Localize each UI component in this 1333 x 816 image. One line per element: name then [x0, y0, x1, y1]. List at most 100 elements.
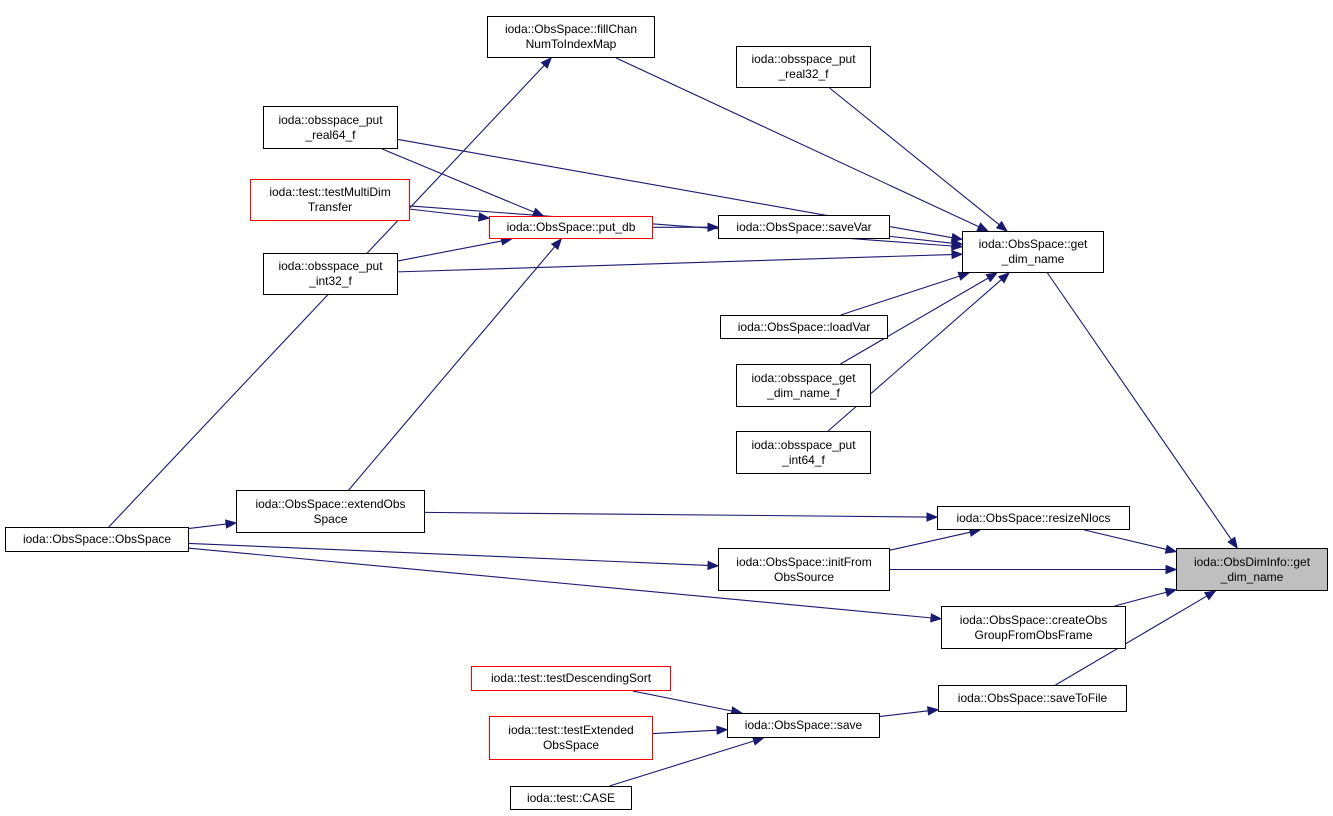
node-obsspace-put-int32-f[interactable]: ioda::obsspace_put _int32_f — [263, 253, 398, 295]
node-obsspace-resizenlocs[interactable]: ioda::ObsSpace::resizeNlocs — [937, 506, 1130, 530]
call-edge — [889, 235, 953, 244]
call-edge-arrowhead — [926, 512, 939, 522]
call-edge — [409, 205, 953, 247]
call-edge — [632, 690, 732, 712]
call-edge — [348, 246, 556, 491]
call-edge-arrowhead — [927, 706, 940, 716]
call-edge — [827, 279, 1002, 432]
call-edge — [397, 253, 953, 273]
node-label-line: NumToIndexMap — [525, 37, 617, 51]
node-label-line: ioda::test::testMultiDim — [269, 185, 391, 199]
call-edge-arrowhead — [550, 237, 563, 251]
call-edge — [1114, 591, 1167, 607]
node-label-line: ioda::ObsSpace::createObs — [959, 612, 1108, 627]
call-edge — [615, 57, 980, 228]
node-obsspace-loadvar[interactable]: ioda::ObsSpace::loadVar — [720, 315, 888, 339]
node-label-line: ioda::obsspace_put — [751, 437, 856, 452]
node-obsdiminfo-get-dim-name: ioda::ObsDimInfo::get _dim_name — [1176, 548, 1328, 591]
node-label-line: ioda::ObsSpace::put_db — [506, 220, 636, 234]
node-test-testextendedobsspace[interactable]: ioda::test::testExtended ObsSpace — [489, 716, 653, 760]
call-edge-arrowhead — [478, 212, 491, 222]
node-test-testdescendingsort[interactable]: ioda::test::testDescendingSort — [471, 666, 671, 691]
call-edge — [424, 511, 928, 518]
node-label-line: ioda::ObsSpace::get — [978, 237, 1088, 251]
call-edge-arrowhead — [1164, 587, 1178, 597]
node-obsspace-put-real64-f[interactable]: ioda::obsspace_put _real64_f — [263, 106, 398, 149]
node-label-line: ioda::test::testExtended — [508, 723, 634, 737]
call-edge — [840, 275, 960, 316]
node-obsspace-savevar[interactable]: ioda::ObsSpace::saveVar — [718, 215, 890, 239]
node-obsspace-put-int64-f[interactable]: ioda::obsspace_put _int64_f — [736, 431, 871, 474]
node-label-line: ioda::ObsDimInfo::get — [1193, 554, 1311, 569]
node-obsspace-get-dim-name-f[interactable]: ioda::obsspace_get _dim_name_f — [736, 364, 871, 407]
node-obsspace-initfromobssource[interactable]: ioda::ObsSpace::initFrom ObsSource — [718, 548, 890, 591]
node-obsspace-obsspace[interactable]: ioda::ObsSpace::ObsSpace — [5, 527, 189, 552]
node-label-line: ioda::ObsSpace::extendObs — [255, 496, 406, 511]
node-label-line: ioda::test::testDescendingSort — [490, 671, 652, 685]
call-edge — [188, 547, 932, 619]
node-test-case[interactable]: ioda::test::CASE — [510, 786, 632, 810]
call-edge-arrowhead — [985, 272, 999, 283]
node-obsspace-save[interactable]: ioda::ObsSpace::save — [727, 713, 880, 738]
node-label-line: ioda::ObsSpace::ObsSpace — [22, 532, 172, 546]
call-edge — [889, 531, 971, 551]
call-edge — [108, 64, 545, 528]
node-label-line: ioda::ObsSpace::saveToFile — [957, 691, 1108, 705]
call-edge — [397, 240, 502, 262]
call-edge — [188, 523, 227, 530]
node-obsspace-get-dim-name[interactable]: ioda::ObsSpace::get _dim_name — [962, 231, 1104, 273]
call-edge — [609, 740, 755, 787]
node-label-line: ioda::ObsSpace::resizeNlocs — [956, 510, 1111, 525]
call-edge — [381, 148, 535, 213]
node-label-line: _int32_f — [309, 274, 352, 288]
node-label-line: ioda::obsspace_put — [278, 259, 383, 273]
node-label-line: _int64_f — [782, 452, 825, 467]
node-label-line: ioda::obsspace_get — [751, 370, 856, 385]
node-label-line: _real64_f — [305, 127, 356, 142]
call-edge — [829, 87, 1000, 226]
node-obsspace-put-real32-f[interactable]: ioda::obsspace_put _real32_f — [736, 46, 871, 88]
node-label-line: _dim_name — [1001, 252, 1065, 266]
call-edge — [1055, 595, 1208, 686]
call-edge-arrowhead — [997, 272, 1010, 284]
node-label-line: ioda::ObsSpace::initFrom — [736, 554, 872, 569]
node-obsspace-extendobsspace[interactable]: ioda::ObsSpace::extendObs Space — [236, 490, 425, 533]
node-label-line: ObsSpace — [542, 738, 600, 752]
call-edge — [1047, 272, 1232, 541]
call-edge-arrowhead — [995, 220, 1008, 232]
call-edge-arrowhead — [751, 736, 765, 746]
node-label-line: ioda::ObsSpace::fillChan — [504, 22, 638, 36]
call-edge — [652, 729, 718, 735]
call-edge-arrowhead — [716, 725, 729, 735]
call-edge-arrowhead — [225, 519, 238, 529]
call-edge — [188, 542, 709, 566]
node-label-line: _dim_name — [1220, 569, 1284, 584]
node-label-line: ioda::ObsSpace::saveVar — [736, 219, 872, 234]
call-edge-arrowhead — [1164, 544, 1178, 554]
node-obsspace-fillchannumtoindexmap[interactable]: ioda::ObsSpace::fillChan NumToIndexMap — [487, 16, 655, 58]
node-label-line: ioda::ObsSpace::save — [744, 718, 863, 732]
node-obsspace-savetofile[interactable]: ioda::ObsSpace::saveToFile — [938, 685, 1127, 712]
node-obsspace-createobsgroupfromobsframe[interactable]: ioda::ObsSpace::createObs GroupFromObsFr… — [941, 606, 1126, 649]
call-edge-arrowhead — [1203, 590, 1217, 601]
node-label-line: _real32_f — [778, 67, 829, 81]
node-label-line: GroupFromObsFrame — [974, 627, 1093, 642]
call-edge-arrowhead — [707, 222, 720, 232]
call-edge-arrowhead — [540, 57, 553, 69]
node-label-line: ioda::obsspace_put — [278, 112, 383, 127]
node-label-line: _dim_name_f — [767, 385, 840, 400]
node-label-line: ioda::test::CASE — [526, 790, 616, 805]
call-edge-arrowhead — [1227, 536, 1238, 550]
call-edge-arrowhead — [957, 271, 971, 281]
call-edge — [1084, 529, 1167, 550]
call-edge-arrowhead — [707, 560, 720, 571]
node-label-line: Transfer — [307, 200, 353, 214]
call-edge-arrowhead — [951, 238, 964, 248]
call-edge — [840, 277, 989, 365]
node-test-testmultidimtransfer[interactable]: ioda::test::testMultiDim Transfer — [250, 179, 410, 221]
node-obsspace-put-db[interactable]: ioda::ObsSpace::put_db — [489, 216, 653, 239]
node-label-line: Space — [313, 511, 348, 526]
call-edge — [409, 208, 480, 218]
